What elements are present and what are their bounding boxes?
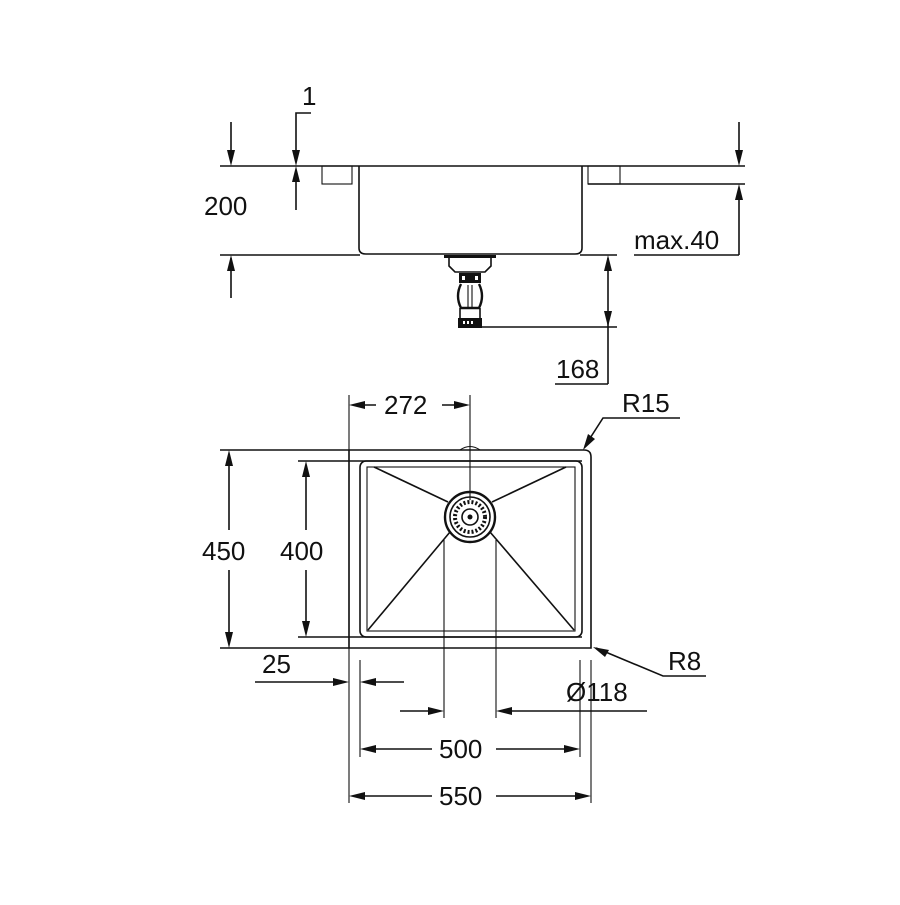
dim-outer-depth-label: 450 xyxy=(202,536,245,566)
dim-outer-width-label: 550 xyxy=(439,781,482,811)
dim-inner-radius-label: R8 xyxy=(668,646,701,676)
side-view: 200 1 max.40 168 xyxy=(204,81,745,385)
countertop-section-left xyxy=(321,165,353,185)
dim-inner-depth-label: 400 xyxy=(280,536,323,566)
dim-bowl-depth-label: 200 xyxy=(204,191,247,221)
drain-assembly-icon xyxy=(444,255,496,328)
outer-flange xyxy=(220,449,592,649)
bowl-rim xyxy=(359,460,583,638)
dim-1-leader xyxy=(295,112,311,162)
dim-drain-height-label: 168 xyxy=(556,354,599,384)
dim-inner-width-label: 500 xyxy=(439,734,482,764)
top-view: 272 R15 450 400 R8 25 Ø118 xyxy=(202,388,706,811)
bowl-profile xyxy=(358,166,583,255)
dim-flange-thickness-label: 1 xyxy=(302,81,316,111)
countertop-section-right xyxy=(587,165,621,185)
dim-drain-diameter-label: Ø118 xyxy=(566,677,628,707)
drain-strainer-icon xyxy=(443,490,497,544)
dim-drain-offset-label: 272 xyxy=(384,390,427,420)
overflow-icon xyxy=(459,445,481,451)
dim-edge-offset-label: 25 xyxy=(262,649,291,679)
dim-countertop-thickness-label: max.40 xyxy=(634,225,719,255)
dim-outer-radius-label: R15 xyxy=(622,388,670,418)
bowl-floor xyxy=(366,466,576,632)
